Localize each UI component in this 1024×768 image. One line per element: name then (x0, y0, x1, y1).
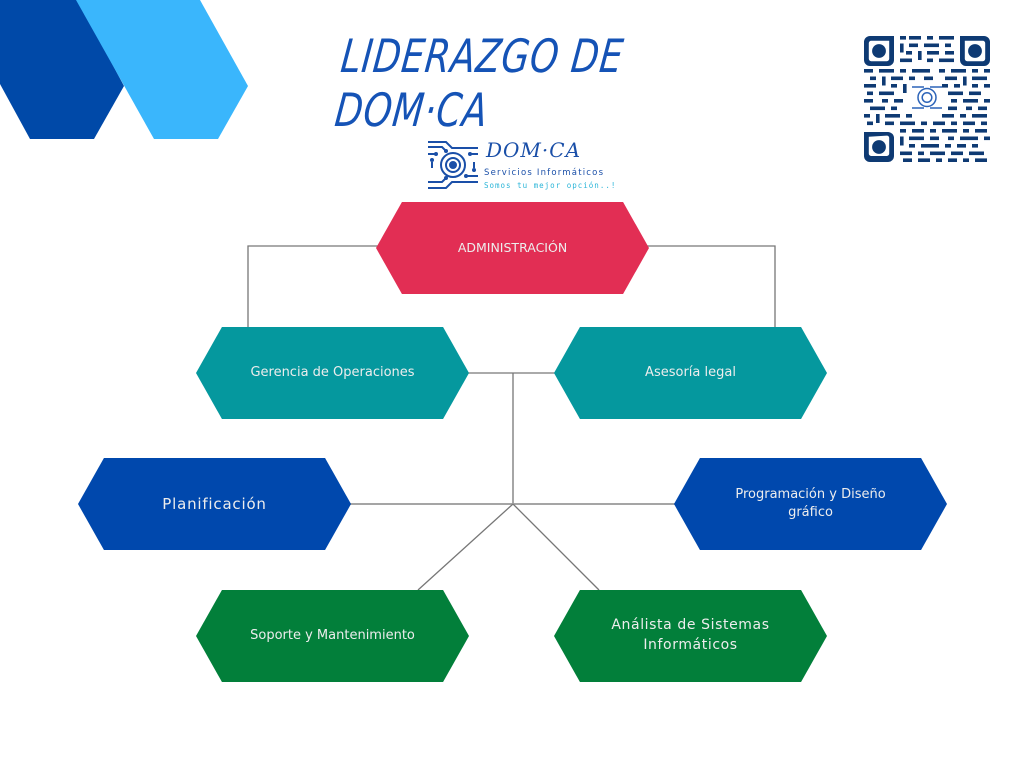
qr-code-icon (864, 36, 990, 162)
node-label: Soporte y Mantenimiento (250, 627, 415, 643)
node-programacion-diseno: Programación y Diseño gráfico (674, 458, 947, 550)
node-analista-sistemas: Análista de Sistemas Informáticos (554, 590, 827, 682)
deco-dark-hexagon (0, 0, 124, 139)
node-label: Análista de Sistemas Informáticos (611, 617, 770, 653)
node-gerencia-operaciones: Gerencia de Operaciones (196, 327, 469, 419)
connector-root-to-operations (247, 245, 378, 328)
connector-to-analyst (512, 503, 600, 591)
connector-root-to-legal (646, 245, 776, 328)
node-label: Gerencia de Operaciones (250, 364, 415, 380)
logo-brand-text: DOM·CA (486, 138, 582, 162)
logo-tagline: Somos tu mejor opción..! (484, 181, 617, 190)
node-administracion: ADMINISTRACIÓN (376, 202, 649, 294)
node-label: ADMINISTRACIÓN (457, 240, 568, 256)
decorative-hexagon-shapes (0, 0, 248, 139)
circuit-target-icon (428, 141, 478, 189)
deco-light-hexagon (76, 0, 248, 139)
logo-subtitle: Servicios Informáticos (484, 168, 605, 178)
company-logo: DOM·CA Servicios Informáticos Somos tu m… (424, 136, 624, 196)
node-label: Asesoría legal (645, 364, 736, 380)
connector-to-support (417, 503, 514, 591)
qr-center-logo (912, 86, 942, 109)
node-asesoria-legal: Asesoría legal (554, 327, 827, 419)
node-soporte-mantenimiento: Soporte y Mantenimiento (196, 590, 469, 682)
node-label: Programación y Diseño gráfico (735, 486, 886, 520)
node-label: Planificación (162, 494, 267, 513)
node-planificacion: Planificación (78, 458, 351, 550)
